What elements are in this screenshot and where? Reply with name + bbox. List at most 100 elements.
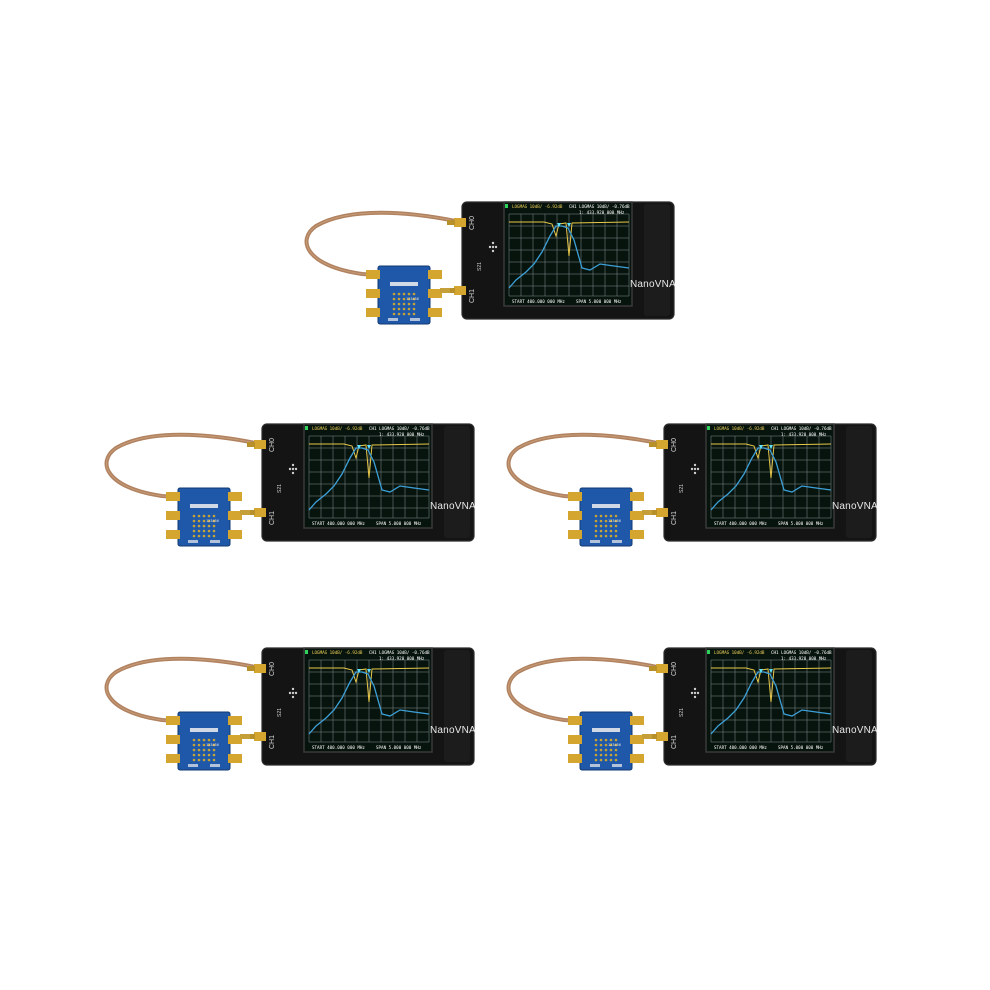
filter-board-label: 123456 [206,519,219,523]
port-label-ch1: CH1 [469,288,476,303]
port-label-ch1: CH1 [269,510,276,525]
filter-board-label: 123456 [206,743,219,747]
screen-footer-right: SPAN 5.000 000 MHz [376,521,422,526]
screen-footer-right: SPAN 5.000 000 MHz [778,521,824,526]
trace-blue [710,447,832,511]
marker-2 [769,669,773,673]
filter-board [377,265,431,325]
jog-switch [288,463,298,475]
nanovna-illustration [506,647,877,771]
jog-switch [288,687,298,699]
port-label-ch1: CH1 [269,734,276,749]
screen-grid [308,659,430,743]
board-sma-connectors [166,492,242,539]
brand-label: NanoVNA [630,279,676,290]
trace-blue [308,671,430,735]
screen-header-left: LOGMAG 10dB/ -6.92dB [714,650,765,655]
nanovna-illustration [104,423,475,547]
sma-port-ch1 [656,508,668,517]
brand-label: NanoVNA [430,725,476,736]
lcd-screen [303,647,433,753]
filter-board-label: 123456 [608,743,621,747]
port-label-ch0: CH0 [269,661,276,676]
nanovna-kit-5: CH0 CH1 S21 LOGMAG 10dB/ -6.92dB CH1 LOG… [506,642,886,792]
mode-label: S21 [477,262,483,271]
marker-2 [367,669,371,673]
mode-label: S21 [679,708,685,717]
nanovna-kit-3: CH0 CH1 S21 LOGMAG 10dB/ -6.92dB CH1 LOG… [506,418,886,568]
screen-grid [308,435,430,519]
sma-port-ch0 [254,440,266,449]
marker-1 [759,445,763,449]
board-sma-connectors [366,270,442,317]
board-sma-connectors [568,716,644,763]
screen-header-left: LOGMAG 10dB/ -6.92dB [312,650,363,655]
filter-board [579,711,633,771]
screen-header-right: CH1 LOGMAG 10dB/ -0.76dB [771,426,832,431]
board-sma-connectors [568,492,644,539]
screen-footer-left: START 400.000 000 MHz [312,521,365,526]
nanovna-illustration [104,647,475,771]
trace-blue [308,447,430,511]
mode-label: S21 [277,484,283,493]
screen-header-left: LOGMAG 10dB/ -6.92dB [512,204,563,209]
nanovna-kit-4: CH0 CH1 S21 LOGMAG 10dB/ -6.92dB CH1 LOG… [104,642,484,792]
port-label-ch1: CH1 [671,734,678,749]
screen-header-right: CH1 LOGMAG 10dB/ -0.76dB [369,650,430,655]
port-label-ch0: CH0 [269,437,276,452]
filter-board [177,711,231,771]
port-label-ch1: CH1 [671,510,678,525]
screen-footer-right: SPAN 5.000 000 MHz [576,299,622,304]
sma-port-ch0 [656,664,668,673]
sma-port-ch0 [454,218,466,227]
screen-marker-readout: 1: 433.920 000 MHz [579,210,625,215]
lcd-screen [503,201,633,307]
marker-2 [367,445,371,449]
marker-2 [769,445,773,449]
trace-blue [710,671,832,735]
filter-board [177,487,231,547]
nanovna-kit-1: CH0 CH1 S21 LOGMAG 10dB/ -6.92dB CH1 LOG… [304,196,684,346]
filter-board [579,487,633,547]
marker-1 [557,223,561,227]
sma-port-ch1 [254,732,266,741]
lcd-screen [705,647,835,753]
nanovna-illustration [506,423,877,547]
mode-label: S21 [679,484,685,493]
marker-1 [759,669,763,673]
jog-switch [690,687,700,699]
screen-marker-readout: 1: 433.920 000 MHz [781,432,827,437]
screen-marker-readout: 1: 433.920 000 MHz [379,432,425,437]
marker-1 [357,445,361,449]
filter-board-label: 123456 [406,297,419,301]
screen-footer-left: START 400.000 000 MHz [312,745,365,750]
marker-2 [567,223,571,227]
lcd-screen [303,423,433,529]
screen-header-right: CH1 LOGMAG 10dB/ -0.76dB [369,426,430,431]
screen-grid [710,659,832,743]
marker-1 [357,669,361,673]
brand-label: NanoVNA [430,501,476,512]
sma-port-ch0 [656,440,668,449]
sma-port-ch0 [254,664,266,673]
sma-port-ch1 [254,508,266,517]
board-sma-connectors [166,716,242,763]
screen-header-right: CH1 LOGMAG 10dB/ -0.76dB [771,650,832,655]
screen-header-right: CH1 LOGMAG 10dB/ -0.76dB [569,204,630,209]
screen-marker-readout: 1: 433.920 000 MHz [781,656,827,661]
trace-blue [508,225,630,289]
sma-port-ch1 [656,732,668,741]
jog-switch [690,463,700,475]
mode-label: S21 [277,708,283,717]
port-label-ch0: CH0 [469,215,476,230]
screen-footer-right: SPAN 5.000 000 MHz [778,745,824,750]
screen-header-left: LOGMAG 10dB/ -6.92dB [714,426,765,431]
lcd-screen [705,423,835,529]
screen-footer-left: START 400.000 000 MHz [714,745,767,750]
brand-label: NanoVNA [832,501,878,512]
port-label-ch0: CH0 [671,661,678,676]
screen-header-left: LOGMAG 10dB/ -6.92dB [312,426,363,431]
jog-switch [488,241,498,253]
nanovna-illustration [304,201,675,325]
nanovna-kit-2: CH0 CH1 S21 LOGMAG 10dB/ -6.92dB CH1 LOG… [104,418,484,568]
